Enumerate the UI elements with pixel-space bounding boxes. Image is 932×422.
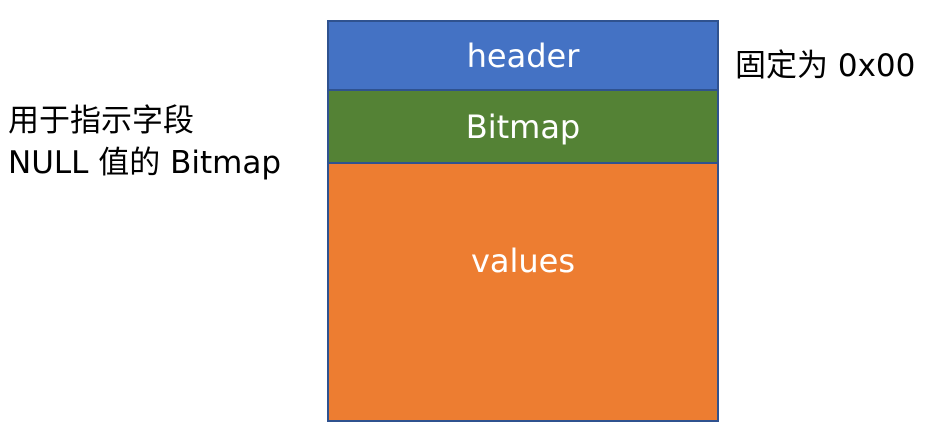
bitmap-block: Bitmap <box>327 89 719 164</box>
header-label: header <box>466 36 580 75</box>
bitmap-annotation: 用于指示字段 NULL 值的 Bitmap <box>8 100 281 184</box>
bitmap-annotation-line1: 用于指示字段 <box>8 103 194 139</box>
values-block: values <box>327 162 719 422</box>
bitmap-label: Bitmap <box>465 107 581 146</box>
header-annotation: 固定为 0x00 <box>735 48 916 84</box>
values-label: values <box>470 242 576 280</box>
header-block: header <box>327 20 719 91</box>
bitmap-annotation-line2: NULL 值的 Bitmap <box>8 145 282 181</box>
